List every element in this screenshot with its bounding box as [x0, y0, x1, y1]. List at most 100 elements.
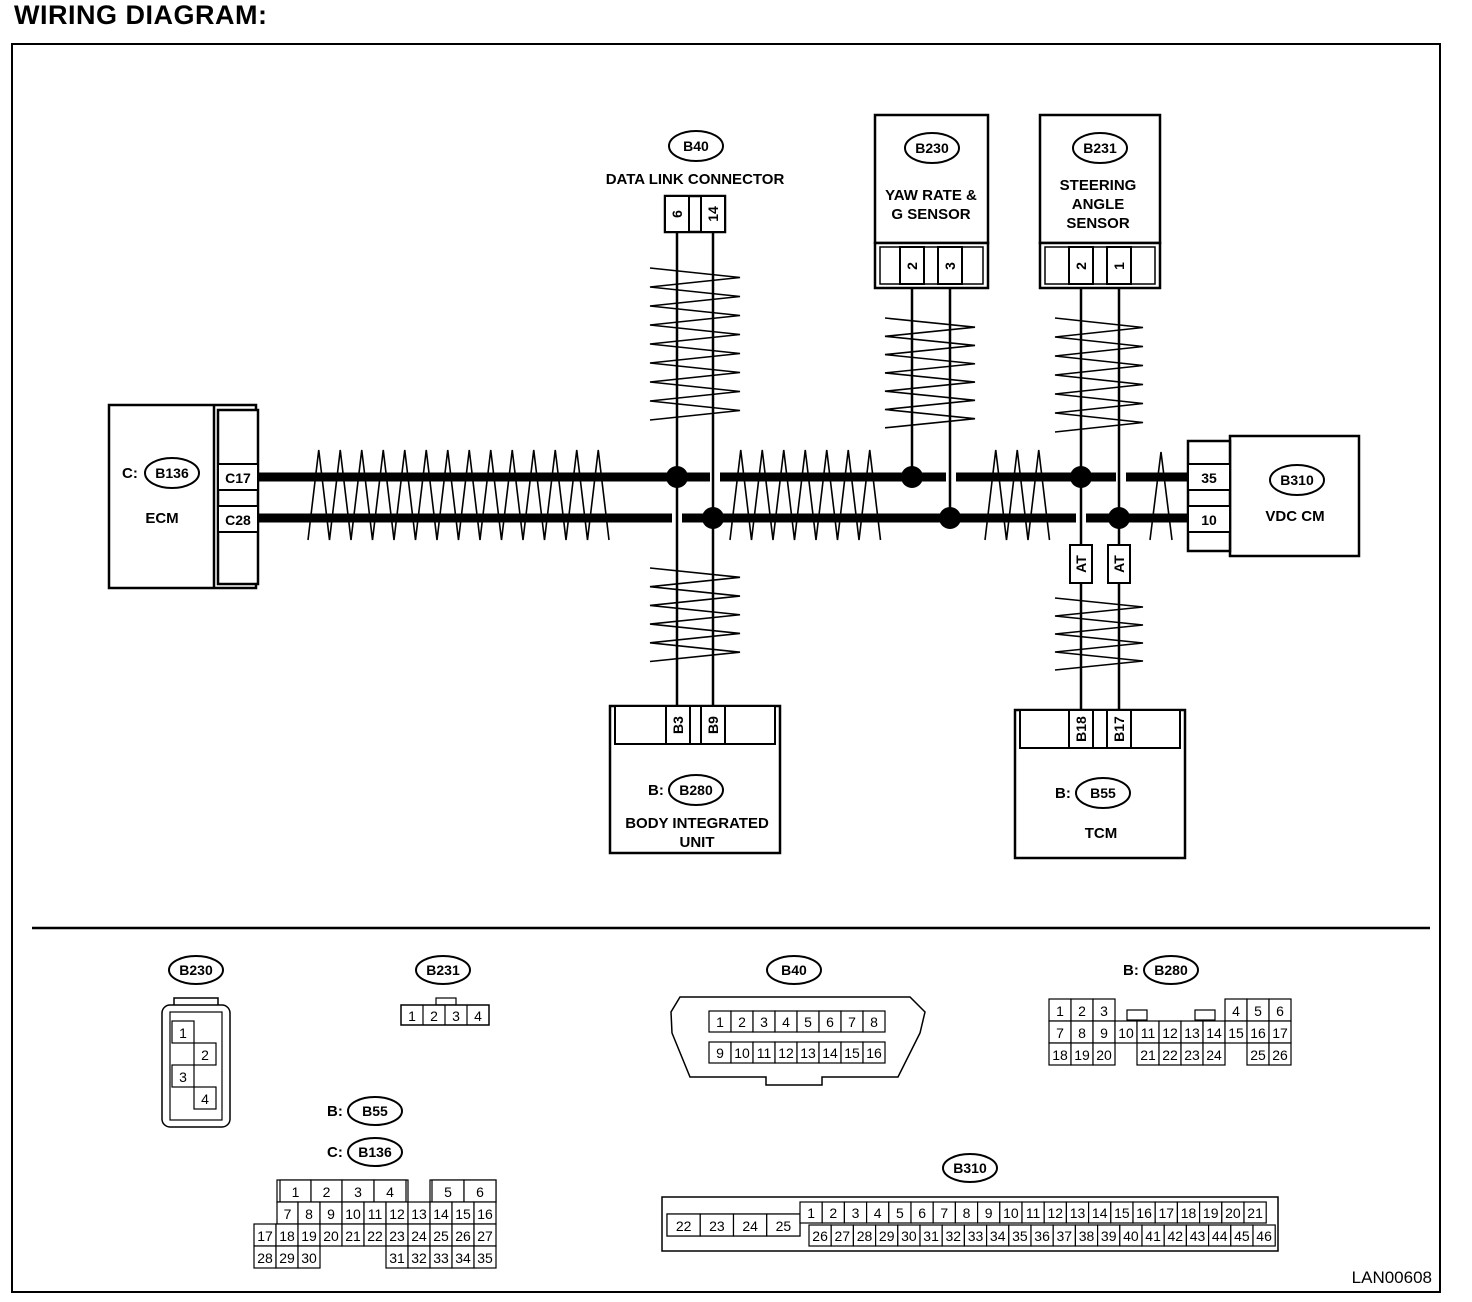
- b310-view-pin: 37: [1057, 1228, 1073, 1244]
- b55-b136-view-pin: 25: [433, 1228, 449, 1244]
- data-link-connector: B40 DATA LINK CONNECTOR 6 14: [606, 130, 784, 234]
- b40-view-pin: 11: [757, 1045, 772, 1061]
- b230-code: B230: [915, 140, 949, 156]
- b55-b136-view-pin: 29: [279, 1250, 295, 1266]
- page-title: WIRING DIAGRAM:: [14, 0, 268, 30]
- b55-b136-view-pin: 13: [411, 1206, 427, 1222]
- b310-view-pin: 23: [709, 1218, 725, 1234]
- b310-view-pin: 12: [1048, 1205, 1064, 1221]
- b280-view-pin: 3: [1100, 1003, 1108, 1019]
- tcm-pin-label: B18: [1073, 716, 1089, 742]
- b310-view-pin: 10: [1003, 1205, 1019, 1221]
- b55-b136-view-pin: 16: [477, 1206, 493, 1222]
- biu-pin: [665, 705, 691, 745]
- b280-view-pin: 11: [1141, 1025, 1156, 1041]
- b310-view-pin: 19: [1203, 1205, 1219, 1221]
- ecm-name: ECM: [145, 510, 178, 527]
- b280-view-cell: [1092, 1042, 1116, 1066]
- b310-view-pin: 15: [1114, 1205, 1130, 1221]
- b55-b136-view-pin: 6: [476, 1184, 484, 1200]
- b55-b136-view-pin: 32: [411, 1250, 427, 1266]
- diagram-frame: [11, 43, 1441, 1293]
- b280-view-cell: [1268, 1042, 1292, 1066]
- b310-view-pin: 25: [776, 1218, 792, 1234]
- tcm-module: B18 B17 B: B55 TCM: [1013, 708, 1187, 860]
- b55-b136-view-pin: 28: [257, 1250, 273, 1266]
- b310-view-pin: 16: [1136, 1205, 1152, 1221]
- tcm-pin: [1106, 709, 1132, 749]
- b55-b136-view-cell: [297, 1245, 321, 1269]
- b310-view-cell: [1243, 1201, 1267, 1224]
- b55-b136-view-pin: 1: [292, 1184, 300, 1200]
- vdc-pin: [1187, 505, 1231, 533]
- b55-b136-view-pin: 26: [455, 1228, 471, 1244]
- b230-pin-label: 2: [904, 262, 920, 270]
- b280-view-pin: 17: [1272, 1025, 1288, 1041]
- b310-view-pin: 31: [923, 1228, 939, 1244]
- splice-dot: [1108, 507, 1130, 529]
- b280-view-pin: 2: [1078, 1003, 1086, 1019]
- b55-b136-view-pin: 4: [386, 1184, 394, 1200]
- b55-b136-view-pin: 9: [327, 1206, 335, 1222]
- b231-view-pin: 3: [452, 1008, 460, 1024]
- b55-b136-view-pin: 35: [477, 1250, 493, 1266]
- b310-view-cell: [766, 1213, 801, 1237]
- b280-view-pin: 13: [1184, 1025, 1200, 1041]
- b310-view-pin: 40: [1123, 1228, 1139, 1244]
- b55-b136-view-pin: 8: [305, 1206, 313, 1222]
- twist-marker: [984, 449, 1051, 541]
- b231-name-line: SENSOR: [1066, 215, 1130, 232]
- b55-b136-view-pin: 14: [433, 1206, 449, 1222]
- b55-b136-view-pin: 17: [257, 1228, 273, 1244]
- b40-view-pin: 4: [782, 1014, 790, 1030]
- b40-pin-label: 6: [669, 210, 685, 218]
- tcm-name: TCM: [1085, 825, 1118, 842]
- b280-view-code: B280: [1154, 962, 1188, 978]
- splice-dot: [1070, 466, 1092, 488]
- b55-view-prefix: B:: [327, 1103, 343, 1120]
- b310-view-pin: 5: [896, 1205, 904, 1221]
- b310-view-pin: 43: [1190, 1228, 1206, 1244]
- at-label: AT: [1073, 555, 1089, 573]
- b280-view-pin: 21: [1140, 1047, 1156, 1063]
- b55-b136-view-pin: 21: [345, 1228, 361, 1244]
- biu-connector-prefix: B:: [648, 782, 664, 799]
- ecm-pin-c28: [217, 505, 259, 533]
- b230-view-pin: 4: [201, 1091, 209, 1107]
- b280-view-pin: 9: [1100, 1025, 1108, 1041]
- b310-view-pin: 21: [1247, 1205, 1263, 1221]
- b310-view-pin: 28: [857, 1228, 873, 1244]
- b55-b136-view-pin: 12: [389, 1206, 405, 1222]
- b280-view-pin: 8: [1078, 1025, 1086, 1041]
- b40-view-pin: 14: [822, 1045, 838, 1061]
- b40-view-cell: [862, 1010, 886, 1033]
- twist-marker: [307, 449, 610, 541]
- b310-view-pin: 45: [1234, 1228, 1250, 1244]
- b136-view-prefix: C:: [327, 1144, 343, 1161]
- b55-b136-view-pin: 23: [389, 1228, 405, 1244]
- b310-view-pin: 9: [985, 1205, 993, 1221]
- b310-view-pin: 35: [1012, 1228, 1028, 1244]
- steering-angle-sensor: B231 STEERING ANGLE SENSOR 2 1: [1038, 113, 1162, 290]
- b40-view-pin: 9: [716, 1045, 724, 1061]
- b55-b136-view-pin: 3: [354, 1184, 362, 1200]
- b280-view-pin: 18: [1052, 1047, 1068, 1063]
- b55-b136-view-pin: 27: [477, 1228, 493, 1244]
- twist-marker: [1054, 317, 1144, 433]
- b280-view-pin: 14: [1206, 1025, 1222, 1041]
- b310-view-pin: 26: [812, 1228, 828, 1244]
- b40-pin: [700, 195, 726, 233]
- b231-code: B231: [1083, 140, 1117, 156]
- b280-view-prefix: B:: [1123, 962, 1139, 979]
- b280-view-pin: 23: [1184, 1047, 1200, 1063]
- b231-pin-label: 1: [1111, 262, 1127, 270]
- biu-connector-code: B280: [679, 782, 713, 798]
- tcm-pin-label: B17: [1111, 716, 1127, 742]
- b55-b136-view-pin: 2: [323, 1184, 331, 1200]
- twist-marker: [649, 567, 741, 663]
- b280-view-pin: 4: [1232, 1003, 1240, 1019]
